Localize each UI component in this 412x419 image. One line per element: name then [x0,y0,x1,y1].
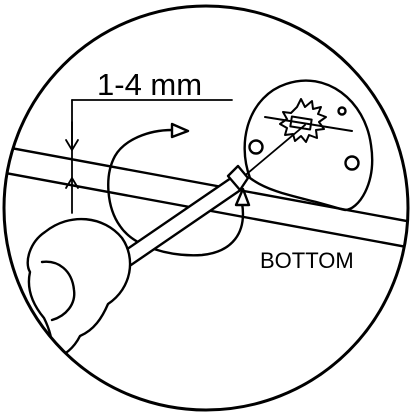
screwdriver-handle-groove [40,260,76,322]
screwdriver [26,164,250,362]
screwdriver-shaft [118,176,244,267]
fixture-cogwheel [279,98,327,143]
rotation-arrowhead-top [170,122,190,139]
dimension-label: 1-4 mm [97,67,202,102]
dimension-arrow-bottom [65,177,79,189]
rotation-arrow-path [107,128,245,257]
fixture-slot-line [264,116,353,132]
screwdriver-tip [226,164,250,192]
fixture-needle [235,124,306,184]
dimension-arrow-top [65,139,79,151]
fixture-hole-left [248,139,264,155]
detail-view-contents [4,79,408,362]
screwdriver-handle [26,217,132,362]
panel-label: BOTTOM [260,248,354,273]
detail-circle-outline [2,4,410,412]
rotation-arrow [107,122,251,257]
dimension-marker [65,99,233,214]
fixture-disc [235,79,374,212]
fixture-hole-top [337,106,347,116]
rotation-arrowhead-bottom [234,187,251,207]
panel-top-edge [4,144,408,224]
fixture-hole-right [344,155,360,171]
fixture-disc-outline [243,79,374,212]
